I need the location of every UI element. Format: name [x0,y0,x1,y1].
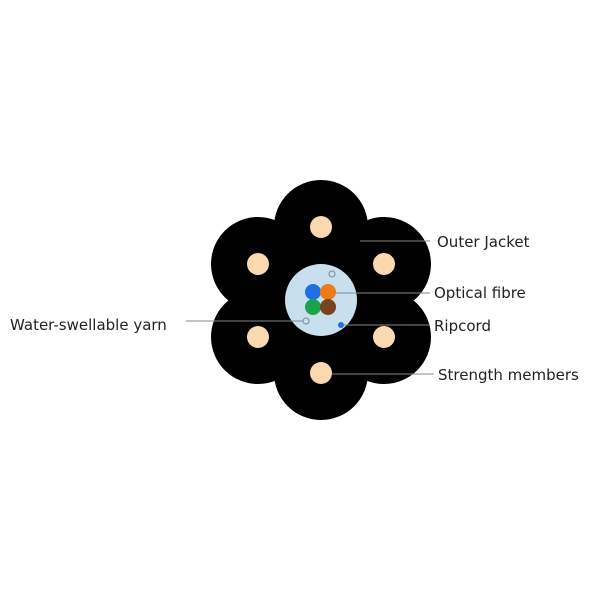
strength-member-lower-right [373,326,395,348]
strength-member-upper-right [373,253,395,275]
optical-fibre-blue [305,284,321,300]
label-outer-jacket: Outer Jacket [437,233,530,251]
strength-member-upper-left [247,253,269,275]
strength-member-bottom [310,362,332,384]
label-optical-fibre: Optical fibre [434,284,526,302]
label-water-swellable-yarn: Water-swellable yarn [10,316,167,334]
core-tube [285,264,357,336]
label-strength-members: Strength members [438,366,579,384]
label-ripcord: Ripcord [434,317,491,335]
optical-fibres [305,284,336,315]
ripcord [338,322,344,328]
water-swellable-yarn-secondary [328,270,336,278]
strength-members [247,216,395,384]
strength-member-top [310,216,332,238]
optical-fibre-brown [320,299,336,315]
optical-fibre-green [305,299,321,315]
optical-fibre-orange [320,284,336,300]
strength-member-lower-left [247,326,269,348]
leader-lines [186,240,434,375]
